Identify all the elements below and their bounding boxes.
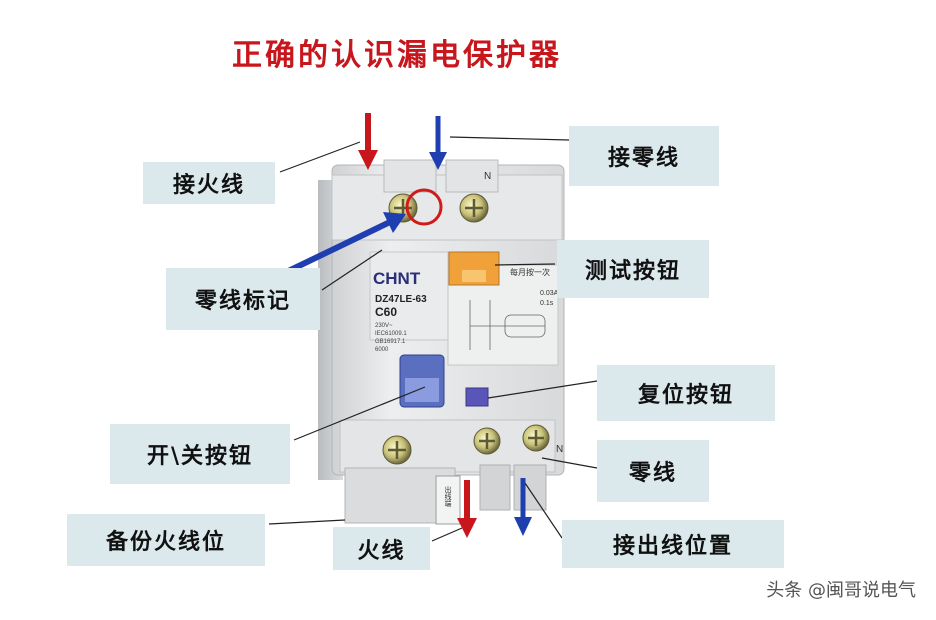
label-on-off-button: 开\关按钮: [110, 424, 290, 484]
live-out-arrow: [457, 480, 477, 538]
spec-line: 230V~: [375, 323, 393, 329]
neutral-mark-pointer-arrow: [276, 212, 406, 279]
leader-line: [487, 380, 598, 399]
test-button-face: [462, 270, 486, 282]
screw-icon: [459, 193, 489, 223]
leader-line: [268, 519, 346, 525]
nameplate: [369, 251, 449, 341]
leader-line: [279, 141, 361, 173]
label-reset-button: 复位按钮: [597, 365, 775, 421]
outlet-slot-right: [513, 464, 547, 511]
terminal-cover-left: [383, 159, 437, 193]
neutral-terminal-mark-bottom: N: [556, 444, 563, 455]
leader-line: [494, 263, 556, 266]
outlet-mark-text: 出线端: [444, 485, 452, 508]
model-text: DZ47LE-63: [375, 294, 427, 305]
bottom-terminal-block: [339, 419, 556, 473]
label-neutral-out: 零线: [597, 440, 709, 502]
on-off-handle-face: [405, 378, 439, 402]
label-test-button: 测试按钮: [557, 240, 709, 298]
neutral-terminal-mark: N: [484, 171, 491, 182]
leader-line: [321, 249, 383, 291]
label-live-out: 火线: [333, 527, 430, 570]
neutral-in-arrow: [429, 116, 447, 170]
test-note-text: 每月按一次: [510, 267, 550, 277]
outlet-label-box: [435, 475, 461, 525]
screw-icon: [382, 435, 412, 465]
screw-icon: [522, 424, 550, 452]
reset-button[interactable]: [465, 387, 489, 407]
spec-line: GB16917.1: [375, 339, 406, 345]
label-live-in: 接火线: [143, 162, 275, 204]
trip-time-text: 0.1s: [540, 300, 554, 307]
circuit-schematic: [469, 300, 546, 350]
diagram-title: 正确的认识漏电保护器: [232, 38, 562, 73]
rating-text: C60: [375, 305, 397, 319]
leader-line: [431, 527, 463, 542]
neutral-out-arrow: [514, 478, 532, 536]
label-neutral-mark: 零线标记: [166, 268, 320, 330]
terminal-cover-right: [445, 159, 499, 193]
label-neutral-in: 接零线: [569, 126, 719, 186]
leader-line: [449, 136, 570, 141]
leader-line: [524, 482, 563, 539]
trip-current-text: 0.03A: [540, 290, 559, 297]
screw-icon: [473, 427, 501, 455]
live-in-arrow: [358, 113, 378, 170]
leader-line: [541, 457, 598, 469]
spec-line: IEC61009.1: [375, 331, 407, 337]
label-spare-live: 备份火线位: [67, 514, 265, 566]
leader-line: [293, 386, 426, 441]
neutral-mark-circle: [405, 188, 443, 226]
breaker-body: [318, 159, 565, 525]
outlet-slot-left: [479, 464, 511, 511]
label-outlet-position: 接出线位置: [562, 520, 784, 568]
spec-line: 6000: [375, 347, 389, 353]
leader-lines: [268, 136, 598, 542]
brand-logo: CHNT: [373, 269, 421, 288]
watermark: 头条 @闽哥说电气: [766, 580, 916, 601]
